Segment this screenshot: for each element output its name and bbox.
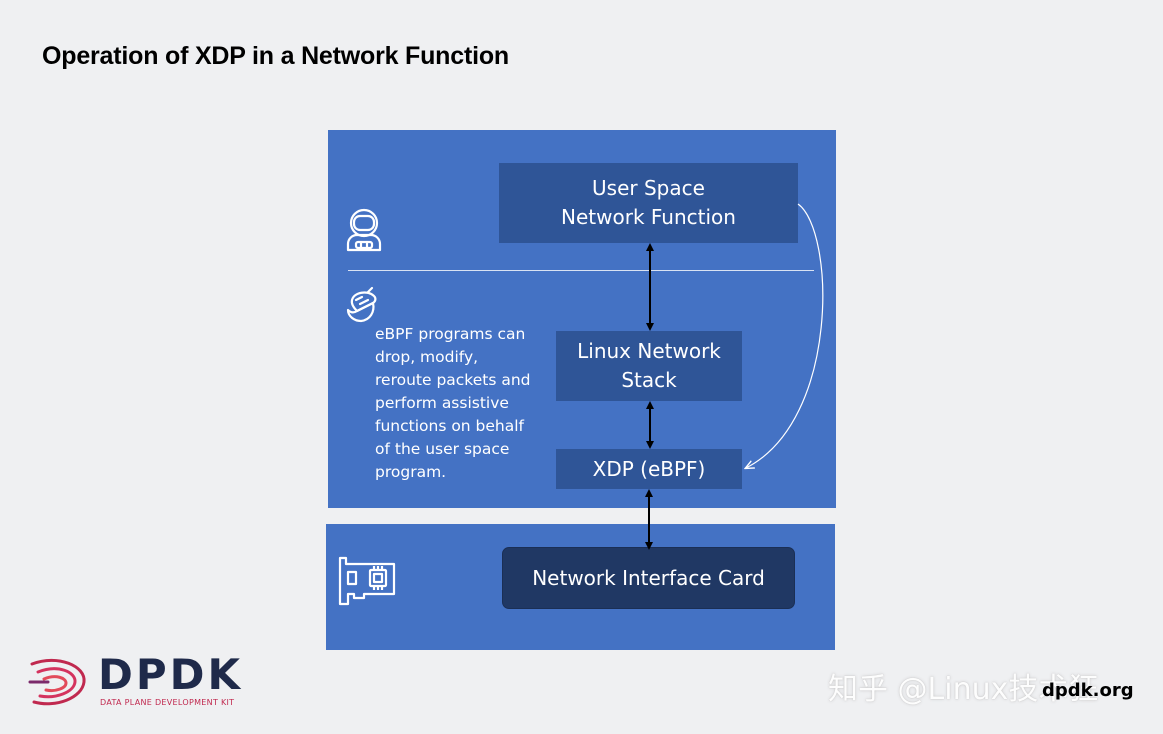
dpdk-logo: DPDK DATA PLANE DEVELOPMENT KIT [28, 650, 240, 710]
ebpf-description: eBPF programs can drop, modify, reroute … [375, 325, 531, 481]
network-interface-card-box: Network Interface Card [502, 547, 795, 609]
linux-network-stack-box: Linux Network Stack [556, 331, 742, 401]
astronaut-icon [346, 208, 382, 252]
site-url: dpdk.org [1042, 680, 1134, 701]
xdp-ebpf-box: XDP (eBPF) [556, 449, 742, 489]
acorn-icon [346, 286, 377, 323]
slide-title: Operation of XDP in a Network Function [42, 42, 509, 70]
network-card-icon [338, 556, 396, 606]
dpdk-tagline: DATA PLANE DEVELOPMENT KIT [100, 698, 235, 707]
zhihu-watermark: 知乎 @Linux技术狂 [828, 672, 1099, 707]
user-space-network-function-box: User Space Network Function [499, 163, 798, 243]
dpdk-wordmark: DPDK [98, 650, 244, 699]
user-bypass-arrow [746, 203, 824, 468]
user-kernel-divider [348, 270, 814, 271]
dpdk-logo-mark-icon [28, 658, 86, 706]
